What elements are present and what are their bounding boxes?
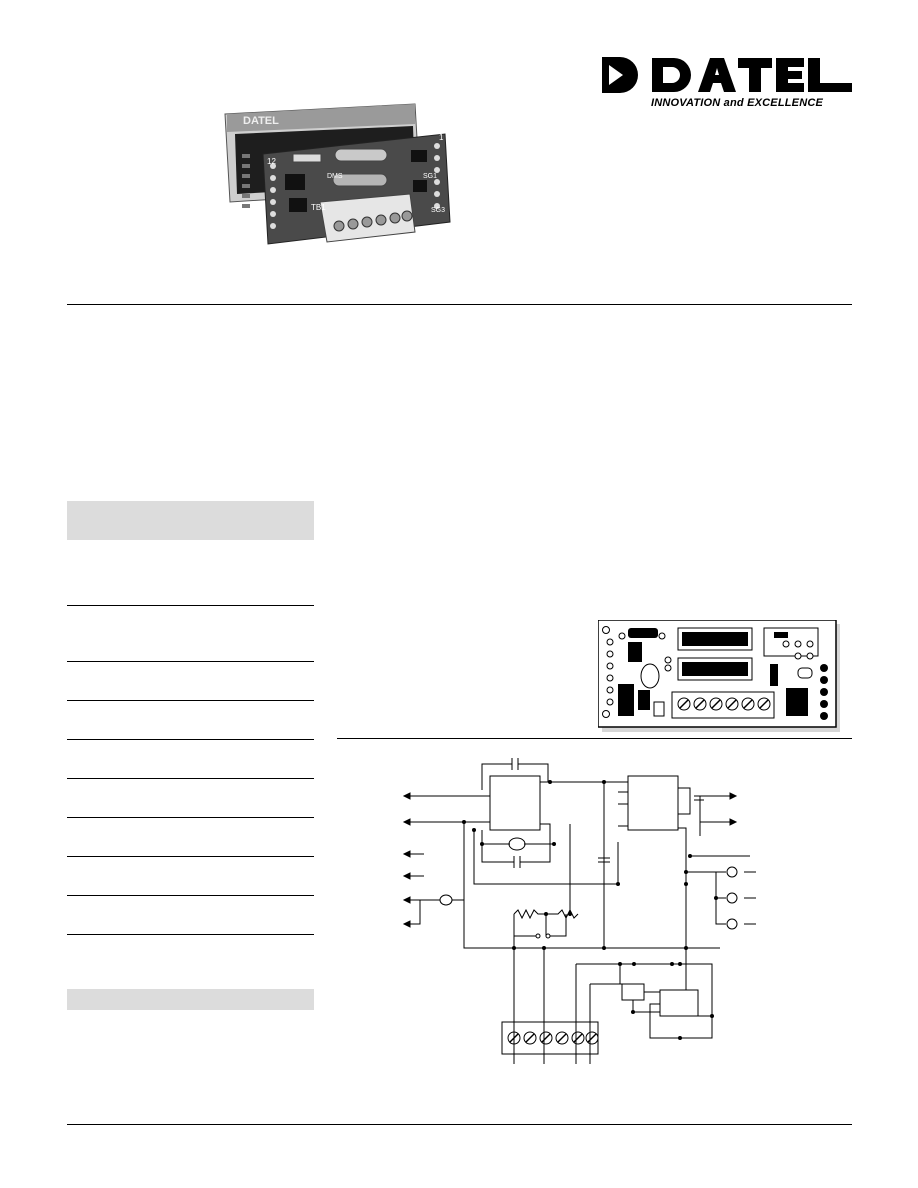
sidebar-shaded-panel: [67, 501, 314, 540]
pcb-layout-drawing: [597, 619, 840, 732]
datel-logo-mark: [602, 57, 852, 93]
footer-divider: [67, 1124, 852, 1125]
ic-block-2: [627, 775, 679, 831]
sidebar-divider: [67, 661, 314, 662]
ic-block-1: [489, 775, 541, 831]
pcb-layout-svg: [597, 619, 840, 732]
sidebar-divider: [67, 895, 314, 896]
diagram-divider: [337, 738, 852, 739]
pcb-label-pin-12: 12: [267, 157, 276, 166]
housing-brand-print: DATEL: [243, 115, 279, 127]
pcb-label-dms: DMS: [327, 173, 343, 180]
lower-block-small: [621, 983, 645, 1001]
product-photo: DATEL 12: [215, 94, 475, 274]
sidebar-divider: [67, 817, 314, 818]
logo-tagline: INNOVATION and EXCELLENCE: [651, 97, 824, 109]
pcb-label-sg1: SG1: [423, 173, 437, 180]
pcb-label-sg3: SG3: [431, 207, 445, 214]
lower-block-large: [659, 989, 699, 1017]
pcb-label-pin-1: 1: [439, 133, 444, 142]
datel-logo: INNOVATION and EXCELLENCE: [600, 56, 856, 112]
sidebar-divider: [67, 778, 314, 779]
sidebar-divider: [67, 934, 314, 935]
sidebar-divider: [67, 700, 314, 701]
sidebar-divider: [67, 739, 314, 740]
product-photo-illustration: DATEL 12: [224, 103, 451, 245]
header-divider: [67, 304, 852, 305]
pcb-label-tb1: TB1: [311, 203, 326, 212]
block-diagram: [390, 752, 770, 1072]
sidebar-divider: [67, 856, 314, 857]
sidebar-divider: [67, 605, 314, 606]
sidebar-shaded-bar: [67, 989, 314, 1010]
block-diagram-svg: [402, 758, 756, 1064]
